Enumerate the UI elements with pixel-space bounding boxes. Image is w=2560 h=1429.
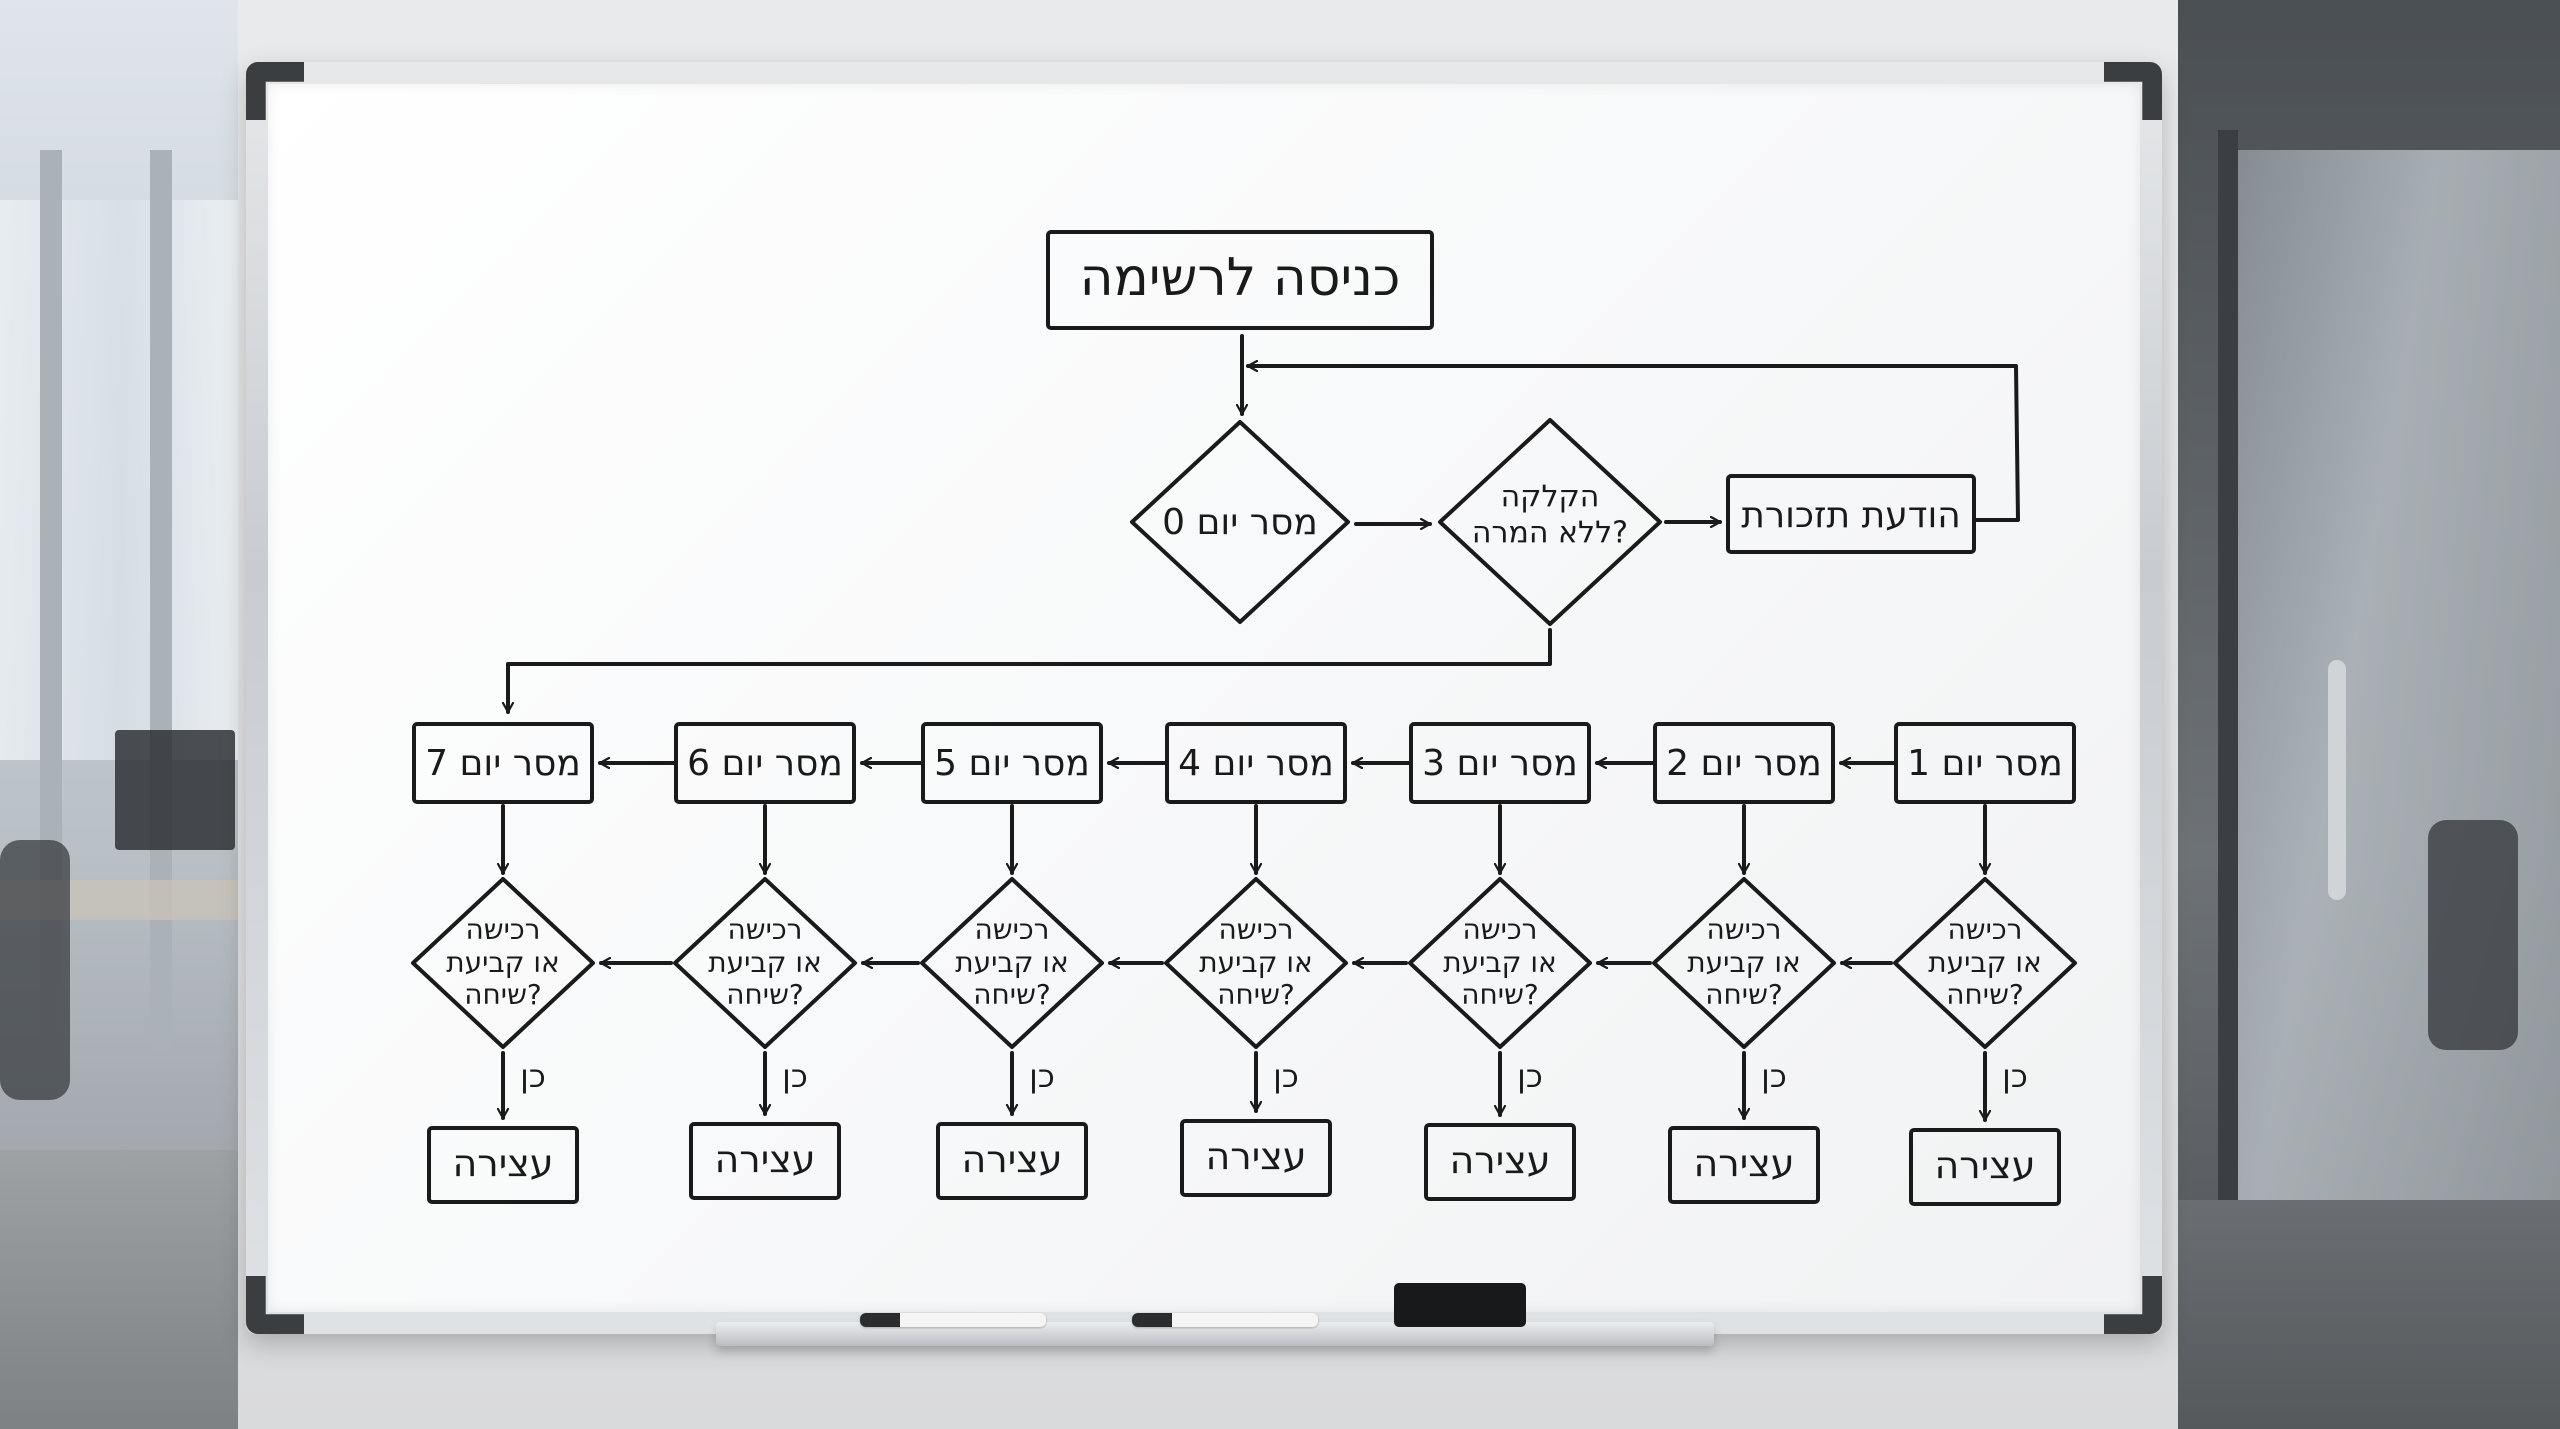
decision-label: או קביעת: [446, 946, 560, 979]
stop-label: עצירה: [1205, 1135, 1306, 1179]
whiteboard-eraser[interactable]: [1394, 1283, 1526, 1327]
day-label: מסר יום 1: [1907, 743, 2063, 784]
background-monitor: [115, 730, 235, 850]
decision-label: או קביעת: [1443, 946, 1557, 979]
yes-label: כן: [1517, 1057, 1543, 1095]
stop-box[interactable]: [1909, 1128, 2061, 1206]
decision-label: רכישה: [1462, 913, 1537, 946]
day0-diamond[interactable]: [1130, 420, 1350, 624]
yes-label: כן: [1029, 1057, 1055, 1095]
decision-diamond[interactable]: [1408, 877, 1592, 1049]
door-frame: [2218, 130, 2238, 1230]
stop-box[interactable]: [1424, 1123, 1576, 1201]
background-floor: [0, 1150, 245, 1429]
decision-label: או קביעת: [1928, 946, 2042, 979]
yes-label: כן: [1761, 1057, 1787, 1095]
decision-diamond[interactable]: [1652, 877, 1836, 1049]
decision-label: שיחה?: [1217, 978, 1295, 1011]
stop-box[interactable]: [689, 1122, 841, 1200]
decision-diamond[interactable]: [673, 877, 857, 1049]
reminder-label: הודעת תזכורת: [1741, 495, 1961, 536]
decision-diamond[interactable]: [1164, 877, 1348, 1049]
background-left-office: [0, 0, 245, 1429]
day-label: מסר יום 6: [687, 743, 843, 784]
door-handle: [2328, 660, 2346, 900]
decision-label: שיחה?: [973, 978, 1051, 1011]
yes-label: כן: [1273, 1057, 1299, 1095]
decision-label: או קביעת: [1687, 946, 1801, 979]
day-label: מסר יום 7: [425, 743, 581, 784]
decision-label: רכישה: [465, 913, 540, 946]
yes-label: כן: [2002, 1057, 2028, 1095]
day-label: מסר יום 3: [1422, 743, 1578, 784]
stop-box[interactable]: [427, 1126, 579, 1204]
stop-label: עצירה: [714, 1138, 815, 1182]
decision-diamond[interactable]: [411, 877, 595, 1049]
decision-diamond[interactable]: [920, 877, 1104, 1049]
background-right-office: [2178, 0, 2560, 1429]
decision-diamond[interactable]: [1893, 877, 2077, 1049]
decision-label: שיחה?: [726, 978, 804, 1011]
decision-label: שיחה?: [1705, 978, 1783, 1011]
marker-cap: [1132, 1313, 1172, 1327]
background-chair: [0, 840, 70, 1100]
decision-label: רכישה: [1218, 913, 1293, 946]
decision-label: רכישה: [1706, 913, 1781, 946]
stop-box[interactable]: [936, 1122, 1088, 1200]
arrow-click-to-day7: [508, 628, 1552, 714]
stop-label: עצירה: [1934, 1144, 2035, 1188]
marker[interactable]: [1132, 1313, 1318, 1327]
stop-box[interactable]: [1180, 1119, 1332, 1197]
day-box[interactable]: [412, 722, 594, 804]
yes-label: כן: [520, 1057, 546, 1095]
window-mullion: [40, 150, 62, 1050]
decision-label: רכישה: [1947, 913, 2022, 946]
start-label: כניסה לרשימה: [1080, 248, 1401, 308]
reminder-box[interactable]: [1726, 474, 1976, 554]
decision-label: או קביעת: [708, 946, 822, 979]
start-box[interactable]: [1046, 230, 1434, 330]
stop-label: עצירה: [961, 1138, 1062, 1182]
day-label: מסר יום 4: [1178, 743, 1334, 784]
whiteboard-surface: [268, 84, 2140, 1312]
click-check-diamond[interactable]: [1438, 418, 1662, 626]
marker[interactable]: [860, 1313, 1046, 1327]
day-label: מסר יום 5: [934, 743, 1090, 784]
decision-label: רכישה: [727, 913, 802, 946]
day0-label: מסר יום 0: [1162, 502, 1318, 543]
decision-label: שיחה?: [1461, 978, 1539, 1011]
click-check-label: הקלקה: [1501, 480, 1600, 515]
decision-label: שיחה?: [464, 978, 542, 1011]
background-floor: [2178, 1200, 2560, 1429]
decision-label: רכישה: [974, 913, 1049, 946]
decision-label: או קביעת: [1199, 946, 1313, 979]
stop-label: עצירה: [1449, 1139, 1550, 1183]
decision-label: שיחה?: [1946, 978, 2024, 1011]
decision-label: או קביעת: [955, 946, 1069, 979]
background-chair: [2428, 820, 2518, 1050]
click-check-label: ללא המרה?: [1472, 516, 1628, 551]
yes-label: כן: [782, 1057, 808, 1095]
marker-cap: [860, 1313, 900, 1327]
day-label: מסר יום 2: [1666, 743, 1822, 784]
stop-label: עצירה: [1693, 1142, 1794, 1186]
arrow-reminder-loop: [1246, 366, 2020, 522]
stop-label: עצירה: [452, 1142, 553, 1186]
stop-box[interactable]: [1668, 1126, 1820, 1204]
